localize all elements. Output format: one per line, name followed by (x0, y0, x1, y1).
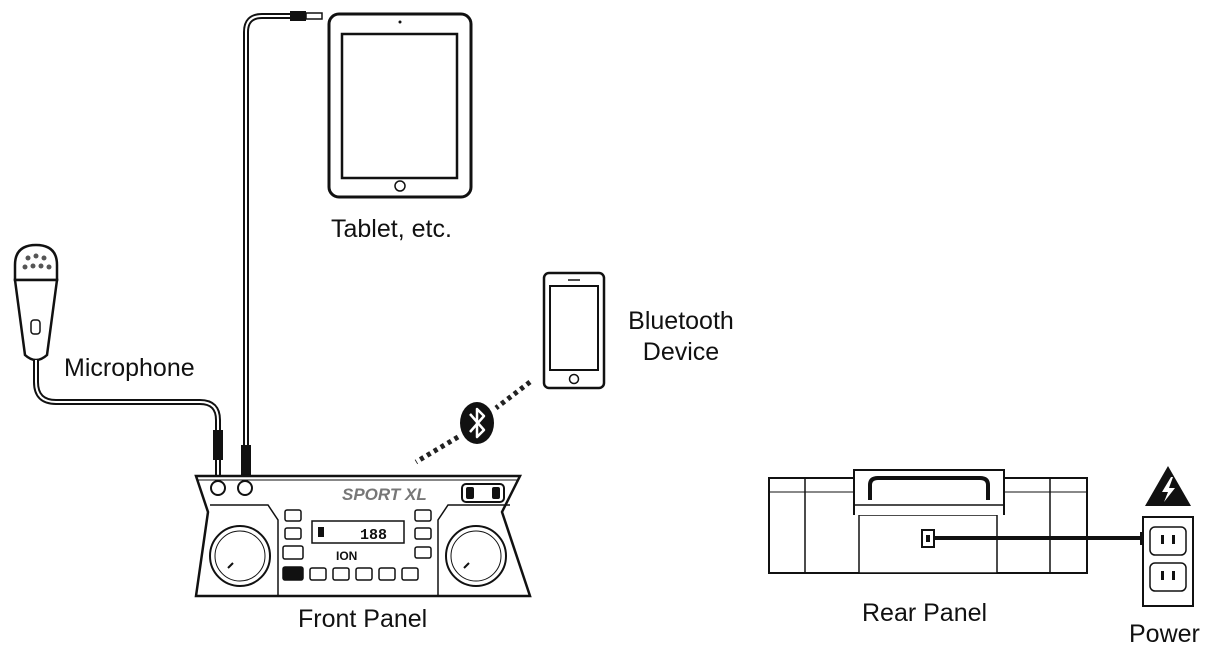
front-panel-illustration: SPORT XL 188 ION (194, 474, 532, 598)
microphone-cable (33, 360, 223, 478)
microphone-label: Microphone (64, 354, 195, 382)
bluetooth-device-illustration (542, 271, 606, 390)
sport-xl-logo: SPORT XL (342, 485, 427, 504)
tablet-label: Tablet, etc. (331, 215, 452, 243)
power-label: Power (1129, 620, 1200, 648)
ion-logo: ION (336, 549, 357, 563)
tablet-illustration (327, 12, 473, 199)
microphone-illustration (13, 243, 59, 362)
wall-outlet-illustration (1142, 516, 1194, 607)
front-panel-label: Front Panel (298, 605, 428, 633)
bluetooth-link (414, 380, 532, 465)
rear-panel-illustration (768, 469, 1088, 574)
bluetooth-device-label: Bluetooth Device (611, 306, 751, 369)
rear-panel-label: Rear Panel (862, 599, 988, 627)
display-readout: 188 (360, 527, 387, 544)
bluetooth-icon (460, 402, 494, 444)
bluetooth-device-label-line1: Bluetooth (628, 307, 734, 335)
high-voltage-warning-icon (1145, 466, 1191, 506)
tablet-audio-cable (241, 11, 323, 478)
bluetooth-device-label-line2: Device (642, 338, 720, 367)
